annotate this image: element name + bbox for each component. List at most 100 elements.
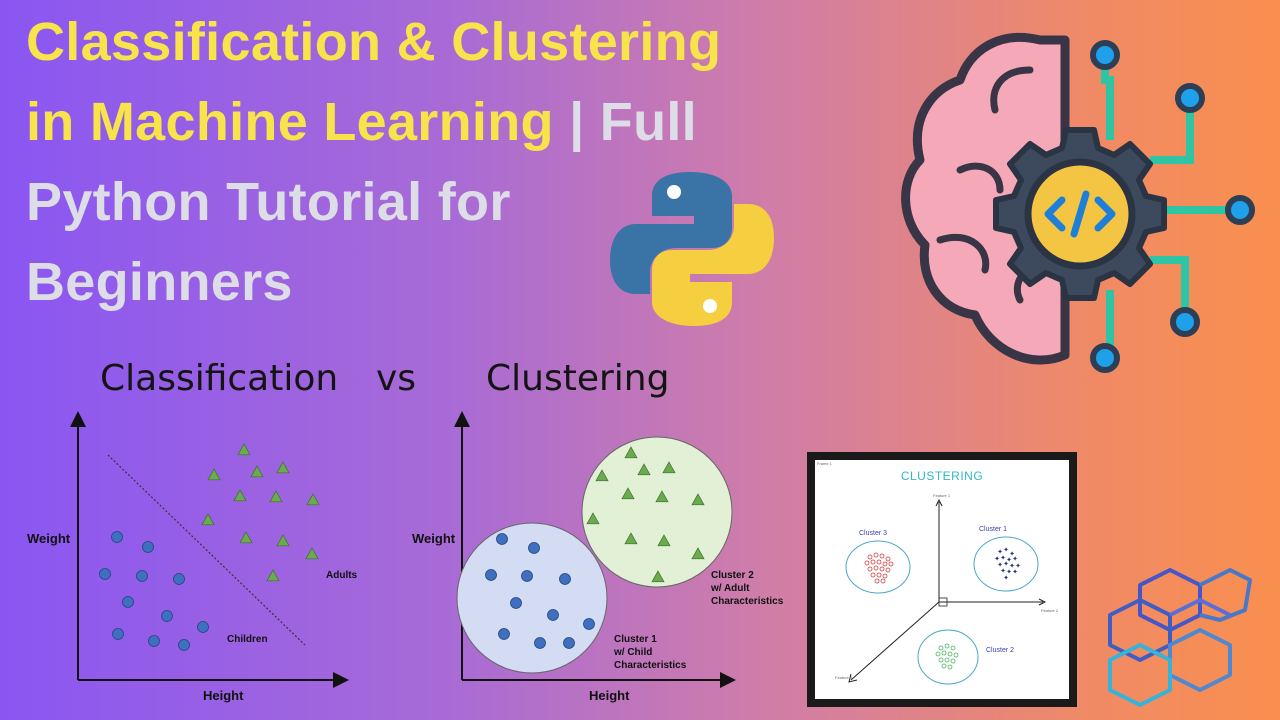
panel-cluster-1-point: ✦ <box>1000 554 1006 562</box>
heading-classification: Classification <box>100 358 339 399</box>
adults-group-label: Adults <box>326 570 358 581</box>
classification-child-point <box>178 639 190 651</box>
classification-child-point <box>173 573 185 585</box>
cluster-2-point <box>651 570 665 583</box>
cluster-1-caption-line3: Characteristics <box>614 660 687 671</box>
cluster-1-point <box>496 533 508 545</box>
heading-vs: vs <box>376 358 417 399</box>
python-logo-icon <box>610 172 774 326</box>
classification-adult-point <box>269 490 283 503</box>
panel-cluster-2-point <box>950 658 956 664</box>
panel-cluster-2-point <box>938 657 944 663</box>
cluster-2-point <box>586 512 600 525</box>
panel-cluster-3-point <box>870 572 876 578</box>
panel-cluster-1-point: ✦ <box>994 555 1000 563</box>
panel-cluster-3-point <box>867 566 873 572</box>
cluster-2-point <box>624 532 638 545</box>
cluster-2-caption-line1: Cluster 2 <box>711 570 754 581</box>
hexagon-network-icon <box>1108 568 1252 707</box>
panel-cluster-3-point <box>882 573 888 579</box>
classification-child-point <box>148 635 160 647</box>
cluster-1-caption: Cluster 1 w/ Child Characteristics <box>614 633 686 672</box>
cluster-1-caption-line2: w/ Child <box>614 647 653 658</box>
cluster-1-point <box>528 542 540 554</box>
title-line-4: Beginners <box>26 252 293 312</box>
panel-cluster-3-point <box>879 553 885 559</box>
cluster-1-point <box>485 569 497 581</box>
classification-child-point <box>197 621 209 633</box>
classification-child-point <box>111 531 123 543</box>
panel-cluster-1-point: ✦ <box>1012 568 1018 576</box>
panel-cluster-2-point <box>941 650 947 656</box>
panel-cluster-2-point <box>953 652 959 658</box>
clustering-3d-canvas: Frame 1 CLUSTERING ✦✦✦✦✦✦✦✦✦✦✦✦✦✦✦ Clust… <box>815 460 1069 699</box>
cluster-1-point <box>521 570 533 582</box>
classification-adult-point <box>207 468 221 481</box>
cluster-2-point <box>691 493 705 506</box>
panel-cluster-3-point <box>888 561 894 567</box>
panel-cluster-3-point <box>873 552 879 558</box>
panel-cluster-3-point <box>876 559 882 565</box>
classification-adult-point <box>250 465 264 478</box>
decision-boundary-line <box>107 454 306 646</box>
panel-cluster-3-label: Cluster 3 <box>859 530 888 537</box>
cluster-1-point <box>559 573 571 585</box>
classification-x-label: Height <box>203 688 244 703</box>
cluster-1-point <box>498 628 510 640</box>
panel-cluster-3-point <box>879 566 885 572</box>
panel-cluster-1-point: ✦ <box>1006 556 1012 564</box>
panel-cluster-1-point: ✦ <box>1009 562 1015 570</box>
panel-frame-label: Frame 1 <box>817 461 832 466</box>
panel-cluster-3-point <box>885 556 891 562</box>
cluster-1-caption-line1: Cluster 1 <box>614 634 657 645</box>
cluster-2-caption-line2: w/ Adult <box>711 583 750 594</box>
panel-cluster-3-point <box>876 572 882 578</box>
classification-adult-point <box>266 569 280 582</box>
panel-cluster-1-point: ✦ <box>1009 550 1015 558</box>
panel-cluster-1-point: ✦ <box>1012 555 1018 563</box>
video-title: Classification & Clustering in Machine L… <box>26 2 906 322</box>
panel-cluster-3-point <box>873 565 879 571</box>
panel-cluster-2-point <box>938 645 944 651</box>
panel-cluster-1-point: ✦ <box>1000 567 1006 575</box>
clustering-y-label: Weight <box>412 531 456 546</box>
panel-feature-2-label: Feature 2 <box>1041 608 1059 613</box>
panel-cluster-2-label: Cluster 2 <box>986 647 1015 654</box>
heading-clustering: Clustering <box>486 358 670 399</box>
classification-child-point <box>122 596 134 608</box>
panel-cluster-3-point <box>880 578 886 584</box>
cluster-1-point <box>583 618 595 630</box>
cluster-1-point <box>563 637 575 649</box>
cluster-2-point <box>595 469 609 482</box>
panel-cluster-1-point: ✦ <box>1003 560 1009 568</box>
panel-feature-3-label: Feature 3 <box>835 675 853 680</box>
classification-adult-point <box>239 531 253 544</box>
classification-adult-point <box>201 513 215 526</box>
panel-cluster-1-point: ✦ <box>997 548 1003 556</box>
title-line-2-rest: | Full <box>553 92 697 152</box>
panel-cluster-2-point <box>941 663 947 669</box>
panel-cluster-3-point <box>885 567 891 573</box>
panel-feature-1-label: Feature 1 <box>933 493 951 498</box>
panel-cluster-1-point: ✦ <box>1003 574 1009 582</box>
panel-cluster-3-point <box>874 578 880 584</box>
panel-cluster-1-point: ✦ <box>997 561 1003 569</box>
brain-gear-code-icon <box>901 32 1255 373</box>
classification-child-point <box>99 568 111 580</box>
panel-cluster-3-point <box>864 560 870 566</box>
children-group-label: Children <box>227 634 268 645</box>
panel-cluster-2-point <box>944 657 950 663</box>
panel-cluster-1-point: ✦ <box>1003 546 1009 554</box>
clustering-panel-title: CLUSTERING <box>900 469 984 483</box>
classification-adult-point <box>276 461 290 474</box>
panel-cluster-3-point <box>870 559 876 565</box>
classification-y-label: Weight <box>27 531 71 546</box>
cluster-2-point <box>637 463 651 476</box>
classification-child-point <box>136 570 148 582</box>
cluster-1-point <box>547 609 559 621</box>
clustering-3d-axes: ✦✦✦✦✦✦✦✦✦✦✦✦✦✦✦ <box>845 498 1047 685</box>
title-line-2-highlight: in Machine Learning <box>26 92 554 152</box>
panel-cluster-3-point <box>882 561 888 567</box>
classification-adult-point <box>237 443 251 456</box>
classification-adult-point <box>306 493 320 506</box>
